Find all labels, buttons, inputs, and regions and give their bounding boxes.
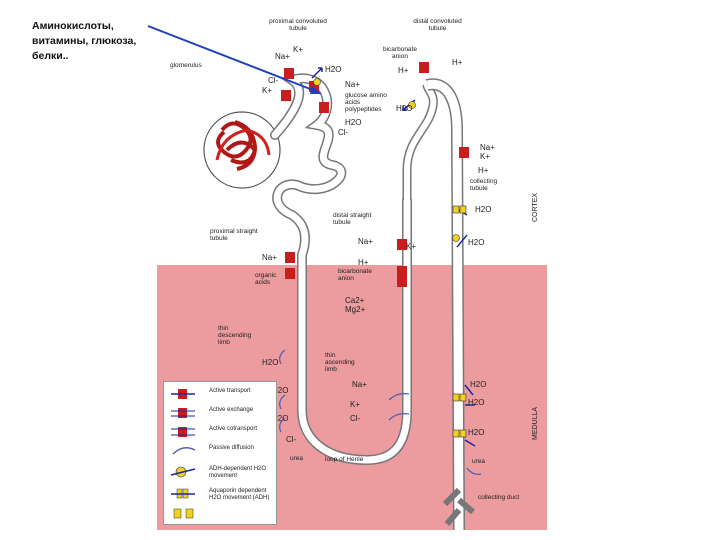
label-thin-ascending: thin ascending limb bbox=[325, 352, 355, 373]
legend-text: ADH-dependent H2O movement bbox=[209, 466, 267, 479]
label-urea-right: urea bbox=[472, 458, 486, 465]
adh-dependent-icon bbox=[170, 466, 196, 478]
ion-h2o-pct: H2O bbox=[325, 65, 342, 74]
ion-k-pct2: K+ bbox=[262, 86, 273, 95]
ion-cl-pct: Cl- bbox=[268, 76, 279, 85]
ion-na-pct: Na+ bbox=[275, 52, 290, 61]
legend-row: Active transport bbox=[164, 386, 276, 402]
ion-na-dst: Na+ bbox=[358, 237, 373, 246]
ion-k-asc: K+ bbox=[350, 400, 361, 409]
legend-row: Active exchange bbox=[164, 405, 276, 421]
ion-cl-left: Cl- bbox=[286, 435, 297, 444]
ion-h2o-cd3: H2O bbox=[468, 428, 485, 437]
ion-h2o-pct2: H2O bbox=[345, 118, 362, 127]
ion-k-dst: K+ bbox=[406, 242, 417, 251]
label-loop-of-henle: loop of Henle bbox=[325, 456, 364, 463]
passive-diffusion-arrows bbox=[279, 349, 482, 476]
cortex-label: CORTEX bbox=[532, 192, 539, 222]
active-exchange-icon bbox=[171, 408, 195, 418]
ion-h-dct: H+ bbox=[452, 58, 463, 67]
legend: Active transport Active exchange Active … bbox=[163, 381, 277, 525]
legend-row: Aquaporin dependent H2O movement (ADH) bbox=[164, 486, 276, 502]
active-cotransport-icon bbox=[171, 427, 195, 437]
label-glomerulus: glomerulus bbox=[170, 62, 202, 69]
legend-row: Passive diffusion bbox=[164, 443, 276, 459]
legend-text: Active transport bbox=[209, 388, 251, 394]
ion-h2o-thin2: H2O bbox=[272, 386, 289, 395]
legend-text: Aquaporin dependent H2O movement (ADH) bbox=[209, 488, 270, 501]
ion-ca-mg: Ca2+ Mg2+ bbox=[345, 296, 366, 314]
ion-h2o-cd2: H2O bbox=[468, 398, 485, 407]
transport-arrows bbox=[311, 67, 476, 447]
ion-na-solute: Na+ bbox=[345, 80, 360, 89]
ion-h-dct2: H+ bbox=[398, 66, 409, 75]
ion-h-ct: H+ bbox=[478, 166, 489, 175]
ion-na-asc: Na+ bbox=[352, 380, 367, 389]
label-bicarbonate-mid: bicarbonate anion bbox=[338, 268, 372, 282]
active-transport-icon bbox=[171, 389, 195, 399]
ion-k-ct: K+ bbox=[480, 152, 491, 161]
label-thin-descending: thin descending limb bbox=[218, 325, 252, 346]
legend-text: Active cotransport bbox=[209, 426, 258, 432]
legend-text: Active exchange bbox=[209, 407, 254, 413]
label-solutes: glucose amino acids polypeptides bbox=[345, 92, 387, 113]
annotation-caption: Аминокислоты, витамины, глюкоза, белки.. bbox=[32, 20, 137, 62]
ion-cl-pct2: Cl- bbox=[338, 128, 349, 137]
ion-h-mid: H+ bbox=[358, 258, 369, 267]
ion-cl-asc: Cl- bbox=[350, 414, 361, 423]
ion-h2o-ct2: H2O bbox=[468, 238, 485, 247]
legend-row: Active cotransport bbox=[164, 424, 276, 440]
label-proximal-straight: proximal straight tubule bbox=[210, 228, 258, 242]
glomerulus-capillaries bbox=[203, 111, 281, 189]
ion-h2o-dct: H2O bbox=[396, 104, 413, 113]
label-bicarbonate-top: bicarbonate anion bbox=[383, 46, 417, 60]
label-organic-acids: organic acids bbox=[255, 272, 277, 286]
ion-na-pst: Na+ bbox=[262, 253, 277, 262]
ion-h2o-thin3: H2O bbox=[272, 414, 289, 423]
label-proximal-convoluted: proximal convoluted tubule bbox=[269, 18, 327, 32]
legend-row: ADH-dependent H2O movement bbox=[164, 464, 276, 480]
medulla-label: MEDULLA bbox=[532, 406, 539, 440]
ion-k-pct: K+ bbox=[293, 45, 304, 54]
ion-na-ct: Na+ bbox=[480, 143, 495, 152]
ion-h2o-cd1: H2O bbox=[470, 380, 487, 389]
label-distal-straight: distal straight tubule bbox=[333, 212, 372, 226]
ion-h2o-thin1: H2O bbox=[262, 358, 279, 367]
aquaporin-pair-icon bbox=[173, 508, 194, 519]
label-distal-convoluted: distal convoluted tubule bbox=[413, 18, 462, 32]
label-collecting-tubule: collecting tubule bbox=[470, 178, 498, 192]
ion-h2o-ct: H2O bbox=[475, 205, 492, 214]
label-urea-left: urea bbox=[290, 455, 304, 462]
legend-text: Passive diffusion bbox=[209, 445, 254, 451]
label-collecting-duct: collecting duct bbox=[478, 494, 520, 501]
aquaporin-markers bbox=[452, 205, 467, 438]
passive-diffusion-icon bbox=[172, 447, 196, 455]
aquaporin-icon bbox=[171, 488, 195, 499]
